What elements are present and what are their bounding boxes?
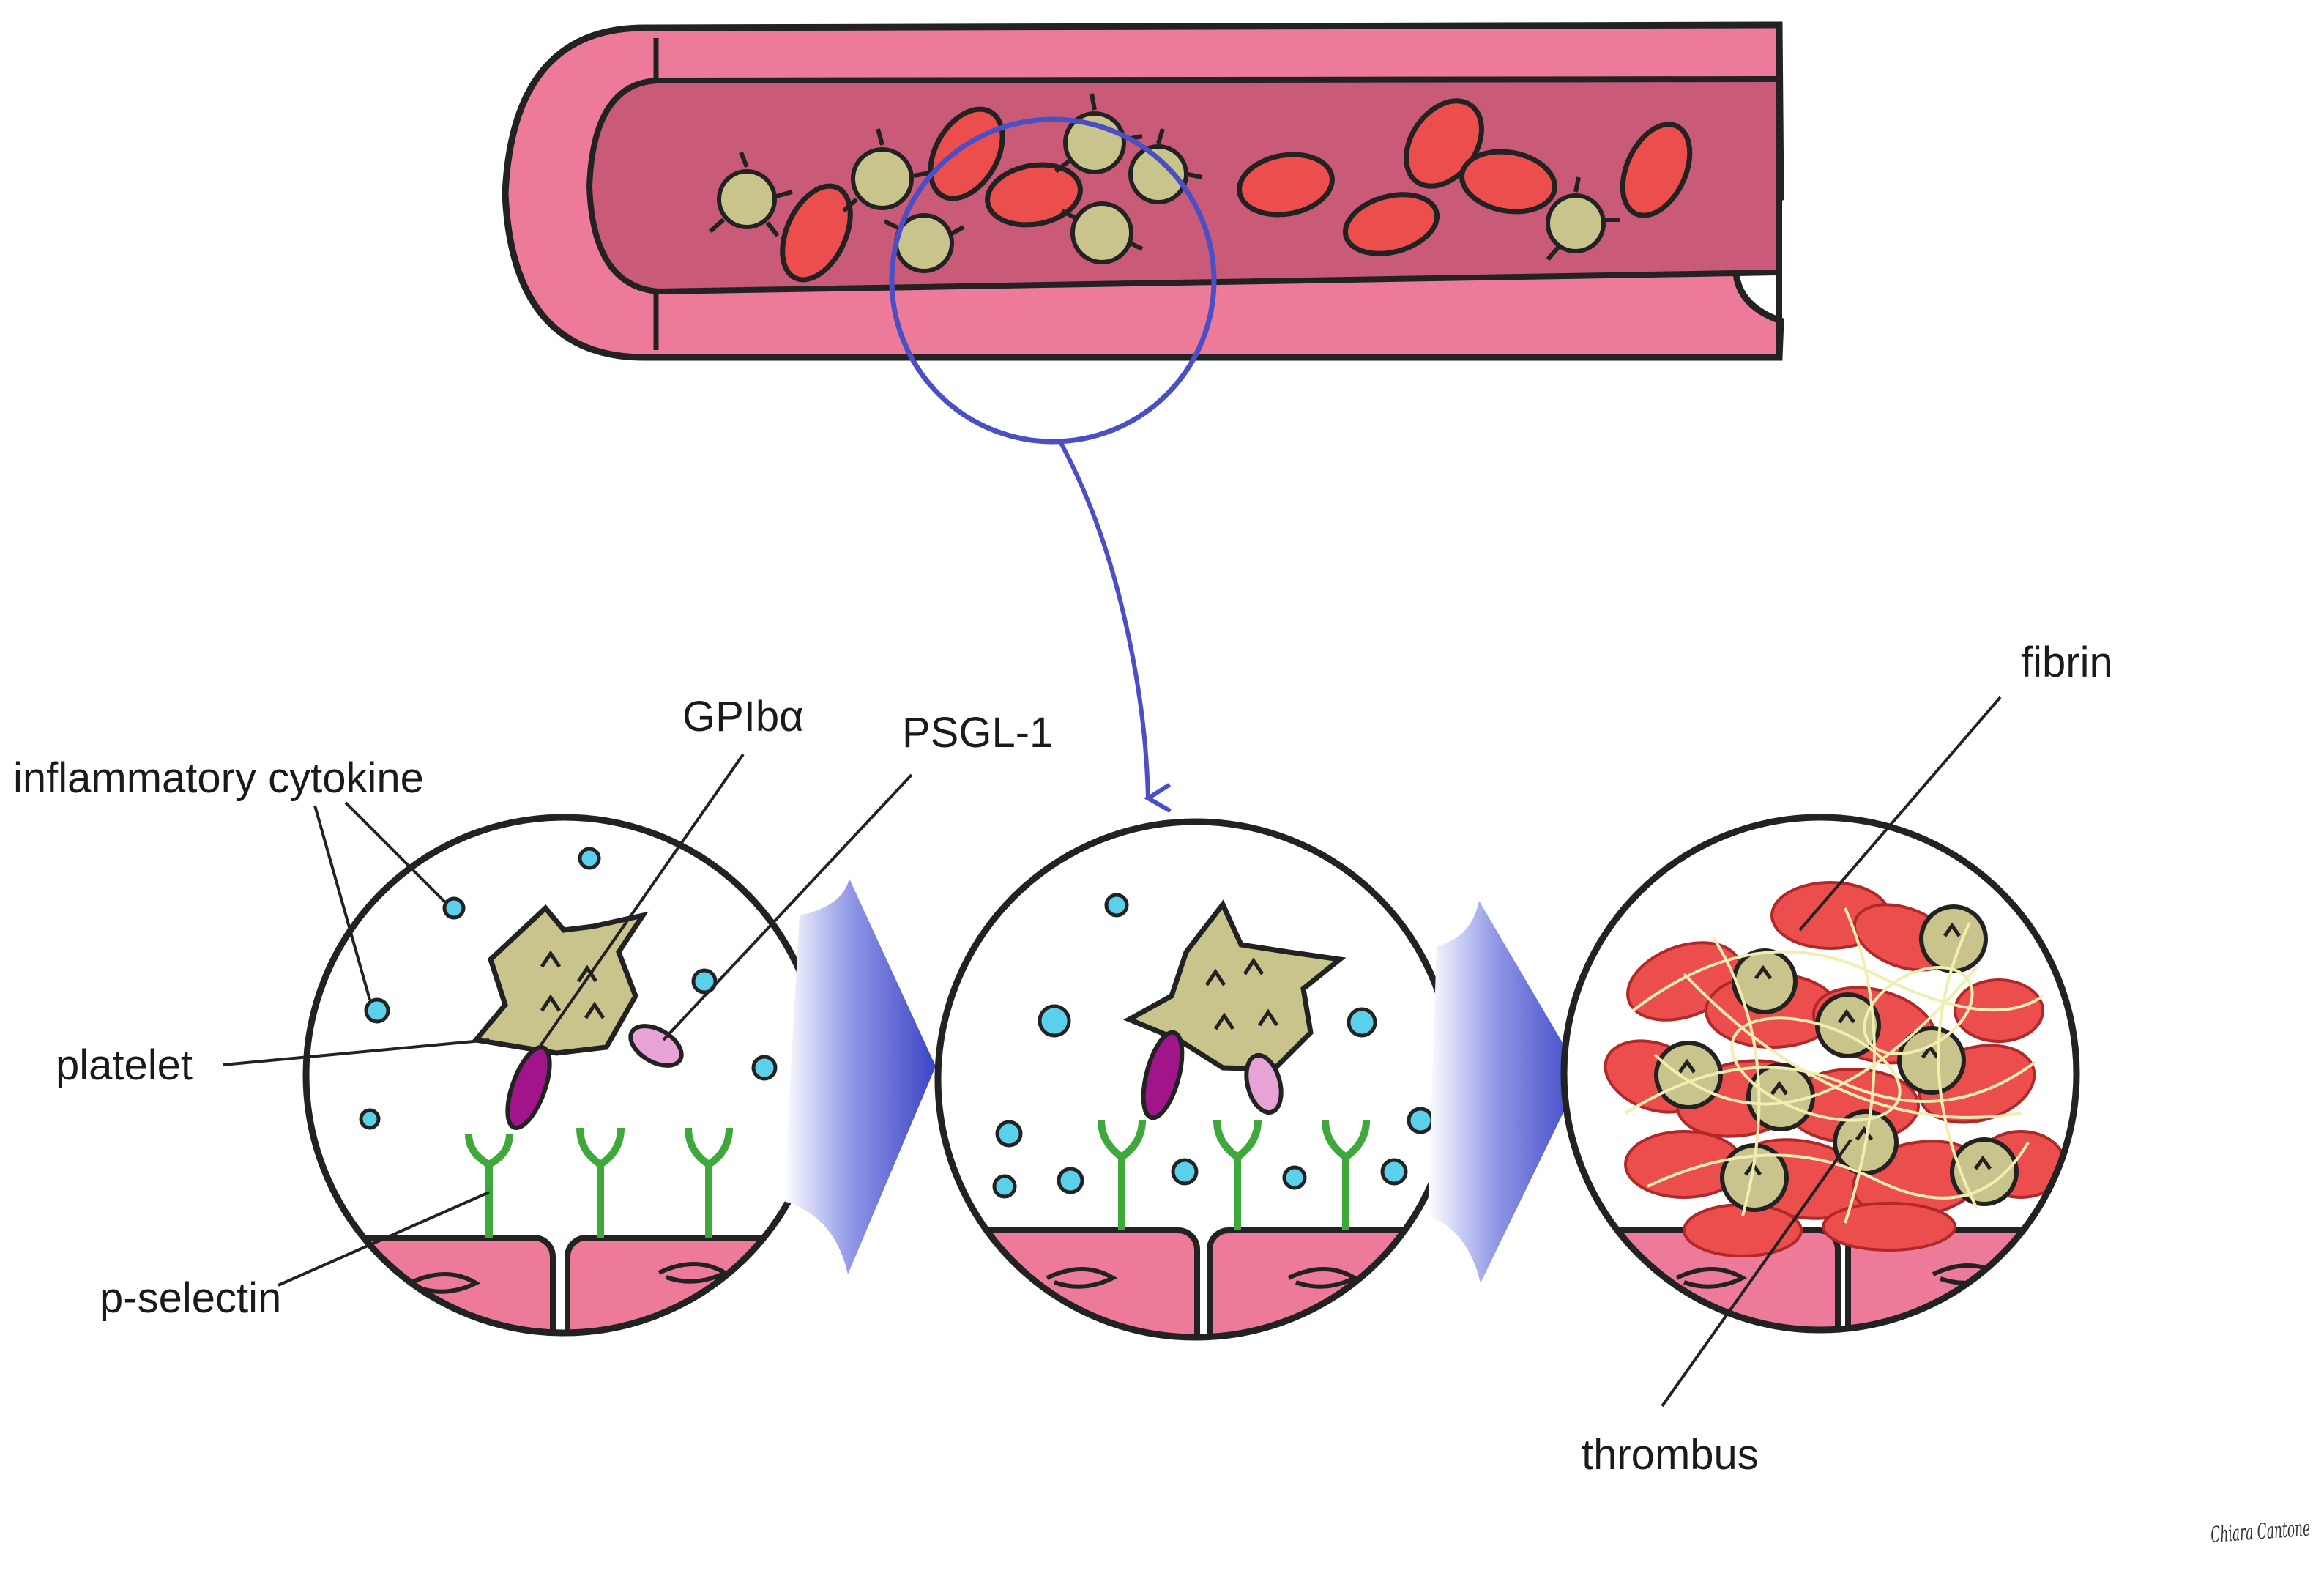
red-blood-cell	[1459, 149, 1557, 215]
leader-cytokine-b	[344, 801, 447, 904]
leader-platelet	[223, 1038, 490, 1066]
leader-psgl1	[662, 773, 913, 1041]
endothelial-cell	[306, 1235, 556, 1333]
cytokines-panel-1	[359, 847, 778, 1130]
panel-thrombus	[1560, 814, 2080, 1334]
cytokine	[691, 968, 718, 995]
magnifier-ring	[889, 116, 1217, 445]
cytokine	[1171, 1158, 1199, 1186]
red-blood-cell	[1237, 152, 1335, 218]
p-selectin-molecules	[1098, 1120, 1370, 1230]
label-psgl1: PSGL-1	[902, 709, 1053, 757]
leader-p-selectin	[278, 1191, 490, 1287]
zoom-line	[1058, 440, 1148, 798]
cytokine	[364, 997, 390, 1024]
platelet	[709, 151, 793, 237]
label-gpib-alpha: GPIbα	[682, 693, 804, 740]
panel-adhesion	[302, 814, 825, 1337]
step-arrow-1	[783, 879, 936, 1274]
leader-gpib	[539, 753, 745, 1047]
platelet	[1128, 128, 1203, 204]
cytokine	[1038, 1004, 1071, 1038]
psgl1-receptor	[1244, 1052, 1284, 1115]
platelet	[1060, 201, 1144, 264]
red-blood-cell	[780, 183, 853, 283]
panel-activation	[934, 818, 1457, 1341]
cytokine	[751, 1055, 778, 1081]
cytokines-panel-2	[992, 893, 1434, 1199]
endothelial-cell	[565, 1235, 822, 1333]
platelet	[1897, 1026, 1966, 1095]
vessel-red-blood-cells	[780, 98, 1693, 283]
adhering-platelet	[471, 904, 649, 1056]
cytokine	[1380, 1158, 1408, 1186]
leader-lines	[223, 696, 2002, 1408]
red-blood-cell	[985, 162, 1083, 228]
cytokine	[359, 1108, 381, 1130]
fibrin-threads	[1624, 907, 2044, 1224]
leader-cytokine-a	[313, 805, 371, 1000]
step-arrow-2	[1428, 901, 1582, 1283]
platelet	[842, 128, 931, 213]
leader-thrombus	[1661, 1138, 1852, 1408]
platelet	[1732, 948, 1798, 1014]
cytokine	[442, 896, 466, 920]
label-p-selectin: p-selectin	[100, 1274, 281, 1322]
platelet	[1720, 1143, 1789, 1212]
label-thrombus: thrombus	[1582, 1431, 1759, 1479]
red-blood-cell	[1620, 122, 1693, 218]
vessel-platelets	[709, 93, 1620, 273]
label-inflammatory-cytokine: inflammatory cytokine	[13, 754, 424, 802]
label-fibrin: fibrin	[2021, 639, 2113, 686]
p-selectin-molecules	[465, 1127, 733, 1238]
panel-3-border	[1560, 814, 2080, 1334]
red-blood-cell	[1342, 192, 1440, 256]
label-platelet: platelet	[56, 1041, 193, 1089]
gpib-alpha-receptor	[1141, 1030, 1185, 1120]
cytokine	[578, 847, 601, 870]
cytokine	[992, 1174, 1017, 1199]
artist-signature: Chiara Cantone	[2210, 1516, 2311, 1548]
cytokine	[995, 1120, 1023, 1148]
cytokine	[1347, 1007, 1377, 1038]
cytokine	[1104, 893, 1129, 918]
cytokine	[1057, 1167, 1084, 1194]
gpib-alpha-receptor	[505, 1044, 552, 1131]
leader-fibrin	[1798, 696, 2002, 932]
red-blood-cell	[928, 106, 1005, 201]
platelet	[1546, 176, 1620, 261]
cytokine	[1407, 1107, 1434, 1134]
platelet	[1815, 992, 1881, 1058]
cytokine	[1282, 1165, 1307, 1190]
